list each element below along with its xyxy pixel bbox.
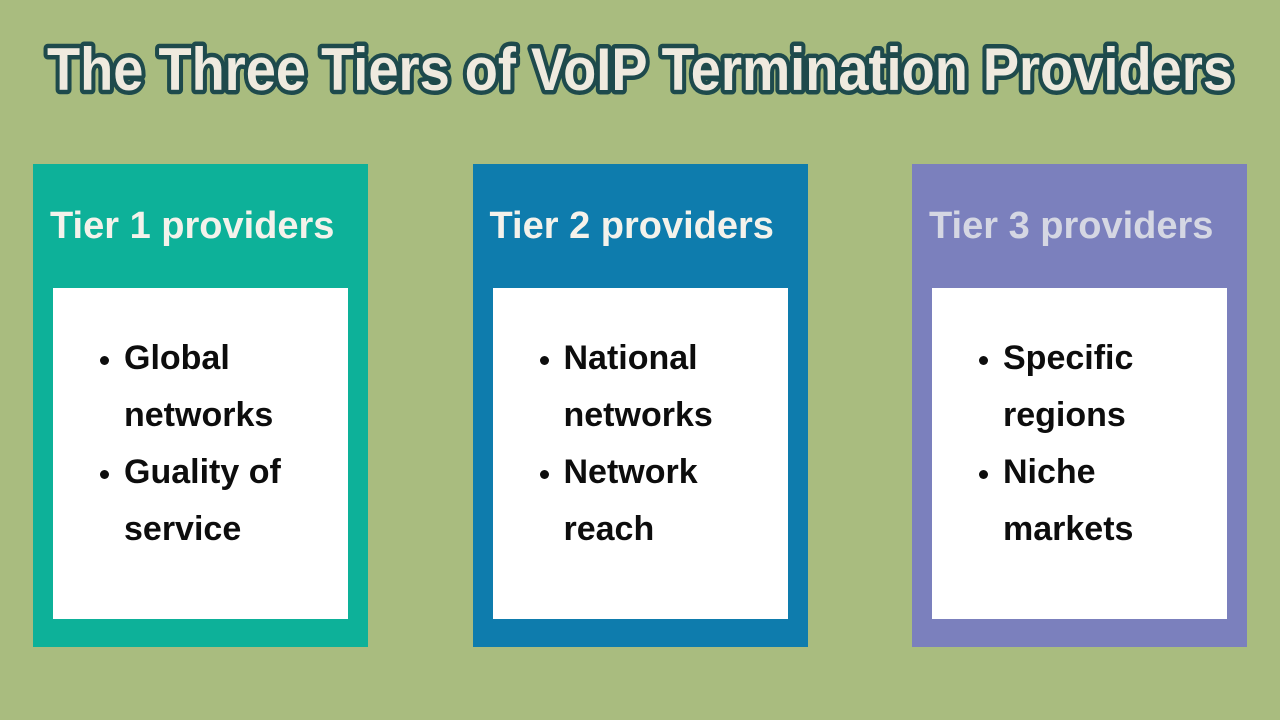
tier3-bullet-list: Specific regionsNiche markets bbox=[932, 330, 1227, 558]
tier1-bullet-list: Global networksGuality of service bbox=[53, 330, 348, 558]
page-title-banner: The Three Tiers of VoIP Termination Prov… bbox=[0, 18, 1280, 128]
tier-cards-row: Tier 1 providers Global networksGuality … bbox=[33, 164, 1247, 647]
tier2-card: Tier 2 providers National networksNetwor… bbox=[472, 164, 808, 647]
bullet-item: Specific regions bbox=[1003, 330, 1217, 444]
tier1-card-header: Tier 1 providers bbox=[33, 164, 368, 288]
bullet-item: Niche markets bbox=[1003, 444, 1217, 558]
tier2-bullet-list: National networksNetwork reach bbox=[493, 330, 788, 558]
tier2-card-body: National networksNetwork reach bbox=[492, 288, 788, 619]
bullet-item: National networks bbox=[564, 330, 778, 444]
tier3-card: Tier 3 providers Specific regionsNiche m… bbox=[912, 164, 1247, 647]
tier3-card-body: Specific regionsNiche markets bbox=[932, 288, 1227, 619]
tier1-card: Tier 1 providers Global networksGuality … bbox=[33, 164, 368, 647]
tier2-card-header: Tier 2 providers bbox=[473, 164, 808, 288]
tier3-card-header: Tier 3 providers bbox=[912, 164, 1247, 288]
bullet-item: Network reach bbox=[564, 444, 778, 558]
tier1-card-body: Global networksGuality of service bbox=[53, 288, 348, 619]
bullet-item: Global networks bbox=[124, 330, 338, 444]
card-title: Tier 1 providers bbox=[50, 204, 335, 247]
card-title: Tier 2 providers bbox=[489, 204, 774, 247]
card-title: Tier 3 providers bbox=[929, 204, 1214, 247]
bullet-item: Guality of service bbox=[124, 444, 338, 558]
page-title-svg: The Three Tiers of VoIP Termination Prov… bbox=[43, 32, 1238, 108]
page-title: The Three Tiers of VoIP Termination Prov… bbox=[47, 36, 1233, 103]
